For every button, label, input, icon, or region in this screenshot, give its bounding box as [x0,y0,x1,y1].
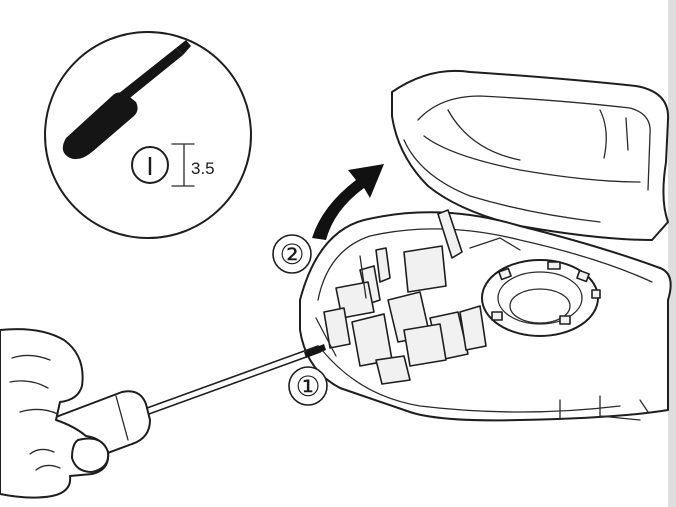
callout-circle [44,31,252,239]
step-2-marker-circle [272,234,312,274]
lower-base [299,209,672,422]
screwdriver-detail-icon [62,40,191,160]
step-2-marker: ② [279,239,304,270]
internal-clips [315,209,521,385]
slot-symbol-circle [131,146,169,184]
lift-arrow [312,164,384,240]
dimension-bracket [171,143,195,187]
slot-symbol-label: I [146,151,153,181]
tool-detail-callout: I 3.5 [44,31,252,239]
step-1-marker: ① [295,371,320,402]
mounting-ring [481,259,601,337]
tip-size-label: 3.5 [191,159,215,178]
edge-bar [668,0,676,507]
step-1-marker-circle [288,366,328,406]
upper-cover [391,69,670,241]
screwdriver-in-hand [0,328,326,499]
